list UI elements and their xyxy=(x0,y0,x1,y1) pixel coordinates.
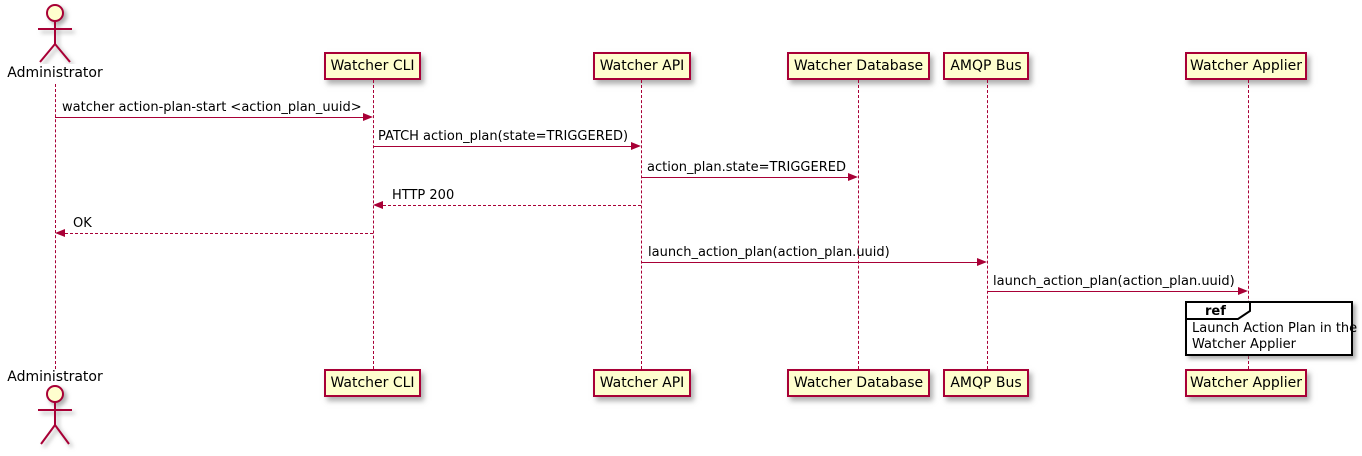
participant-watcher-applier-bottom: Watcher Applier xyxy=(1185,369,1307,397)
arrowhead-right-icon xyxy=(1238,287,1248,295)
actor-icon xyxy=(38,4,72,63)
participant-watcher-api-top: Watcher API xyxy=(593,52,691,80)
ref-keyword: ref xyxy=(1205,304,1226,319)
arrowhead-right-icon xyxy=(631,142,641,150)
arrowhead-right-icon xyxy=(977,258,987,266)
message-3-label: action_plan.state=TRIGGERED xyxy=(647,160,846,175)
participant-watcher-api-bottom: Watcher API xyxy=(593,369,691,397)
participant-amqp-bus-bottom: AMQP Bus xyxy=(943,369,1029,397)
message-4-label: HTTP 200 xyxy=(392,188,455,203)
ref-text-line1: Launch Action Plan in the xyxy=(1192,321,1358,336)
arrowhead-left-icon xyxy=(373,201,383,209)
participant-watcher-cli-bottom: Watcher CLI xyxy=(324,369,421,397)
lifeline-watcher-cli xyxy=(373,80,374,369)
message-1-label: watcher action-plan-start <action_plan_u… xyxy=(62,100,362,115)
participant-watcher-database-bottom: Watcher Database xyxy=(787,369,930,397)
message-6-label: launch_action_plan(action_plan.uuid) xyxy=(648,245,890,260)
message-5-label: OK xyxy=(73,216,92,231)
lifeline-watcher-applier xyxy=(1248,80,1249,369)
message-6-line xyxy=(641,262,977,263)
actor-label-bottom: Administrator xyxy=(7,369,103,385)
message-3-line xyxy=(641,177,848,178)
message-7-label: launch_action_plan(action_plan.uuid) xyxy=(993,274,1235,289)
participant-watcher-database-top: Watcher Database xyxy=(787,52,930,80)
arrowhead-right-icon xyxy=(363,113,373,121)
ref-fragment: ref Launch Action Plan in the Watcher Ap… xyxy=(1185,301,1357,356)
message-7-line xyxy=(987,291,1238,292)
actor-icon xyxy=(38,385,72,445)
message-2-label: PATCH action_plan(state=TRIGGERED) xyxy=(378,129,629,144)
lifeline-watcher-database xyxy=(858,80,859,369)
lifeline-watcher-api xyxy=(641,80,642,369)
ref-text-line2: Watcher Applier xyxy=(1192,337,1296,352)
participant-amqp-bus-top: AMQP Bus xyxy=(943,52,1029,80)
message-4-line xyxy=(383,205,641,206)
arrowhead-left-icon xyxy=(55,229,65,237)
lifeline-administrator xyxy=(55,84,56,369)
message-1-line xyxy=(55,117,363,118)
ref-tab-icon xyxy=(1185,301,1251,320)
participant-watcher-cli-top: Watcher CLI xyxy=(324,52,421,80)
message-2-line xyxy=(373,146,631,147)
lifeline-amqp-bus xyxy=(987,80,988,369)
message-5-line xyxy=(65,233,373,234)
actor-label-top: Administrator xyxy=(7,65,103,81)
participant-watcher-applier-top: Watcher Applier xyxy=(1185,52,1307,80)
arrowhead-right-icon xyxy=(848,173,858,181)
